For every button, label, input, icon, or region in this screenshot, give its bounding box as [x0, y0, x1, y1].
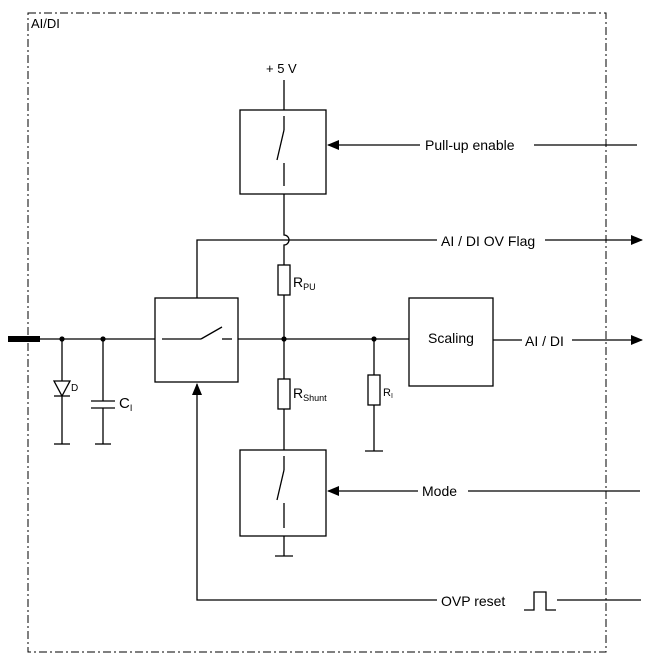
rpu-label: RPU — [293, 274, 316, 292]
rpu-upper-wire — [283, 194, 290, 265]
ri-resistor — [367, 374, 381, 406]
module-boundary — [27, 12, 607, 653]
ovp-switch-block — [154, 297, 239, 383]
ov-flag-label: AI / DI OV Flag — [441, 233, 535, 249]
rpu-resistor — [277, 264, 291, 296]
ovp-reset-label: OVP reset — [441, 593, 505, 609]
pullup-switch-icon — [276, 116, 285, 186]
module-label: AI/DI — [31, 16, 60, 31]
ov-flag-line — [196, 235, 643, 298]
input-capacitor — [91, 336, 115, 445]
supply-label: + 5 V — [266, 61, 297, 76]
measure-node — [281, 336, 287, 342]
mode-switch-block — [239, 449, 327, 537]
ri-label: RI — [383, 387, 393, 400]
mode-switch-icon — [276, 456, 285, 528]
capacitor-label: CI — [119, 395, 132, 413]
scaling-label: Scaling — [428, 330, 474, 346]
output-label: AI / DI — [525, 333, 564, 349]
rshunt-resistor — [277, 378, 291, 410]
ovp-switch-icon — [162, 326, 232, 340]
rshunt-label: RShunt — [293, 385, 327, 403]
pullup-switch-block — [239, 109, 327, 195]
mode-label: Mode — [422, 483, 457, 499]
diode-label: D — [71, 383, 78, 394]
input-diode — [52, 336, 72, 445]
pulse-icon — [524, 591, 556, 611]
scaling-block — [408, 297, 494, 387]
pullup-enable-label: Pull-up enable — [425, 137, 515, 153]
